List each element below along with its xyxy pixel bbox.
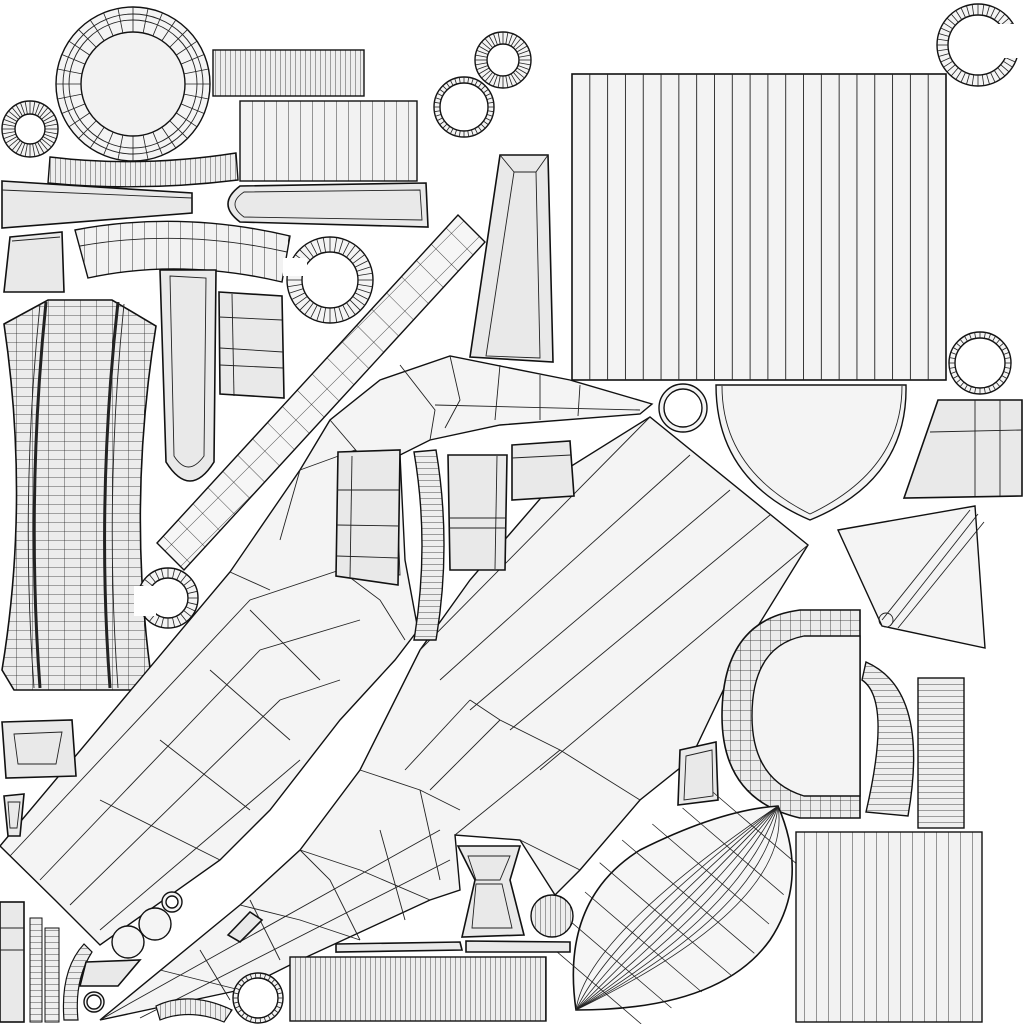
uv-island-open-ring-mid bbox=[283, 236, 374, 324]
uv-island-bottom-striped-panel bbox=[289, 956, 547, 1022]
uv-island-tapered-bar-right bbox=[227, 182, 429, 228]
uv-island-small-column-a bbox=[0, 901, 25, 1023]
uv-island-striped-column-b bbox=[44, 927, 60, 1023]
uv-island-vertical-block bbox=[335, 449, 401, 586]
uv-island-bulged-column bbox=[1, 299, 157, 691]
uv-island-funnel bbox=[456, 845, 526, 938]
uv-island-tall-wedge bbox=[469, 154, 554, 363]
uv-island-gem-b bbox=[3, 793, 25, 837]
uv-island-small-ring-c bbox=[433, 76, 495, 138]
uv-island-large-disc bbox=[55, 6, 211, 162]
uv-island-small-wedge bbox=[78, 959, 142, 987]
uv-island-thin-rod-b bbox=[465, 940, 571, 953]
uv-island-small-box-a bbox=[3, 231, 65, 293]
uv-island-open-ring-top-right bbox=[936, 3, 1024, 87]
uv-island-small-ring-b bbox=[474, 31, 532, 89]
uv-island-u-channel bbox=[159, 269, 217, 482]
uv-island-small-tile-a bbox=[677, 741, 719, 806]
uv-island-strip-panel-a bbox=[212, 49, 365, 97]
uv-island-bottom-right-panel bbox=[795, 831, 983, 1023]
uv-island-diagonal-strip bbox=[156, 213, 486, 572]
uv-island-arc-fragment bbox=[62, 943, 93, 1021]
uv-island-thin-rod-a bbox=[335, 941, 464, 953]
uv-island-half-dome bbox=[715, 384, 907, 521]
uv-island-tapered-bar-left bbox=[1, 180, 193, 229]
uv-island-curved-arc-stripe bbox=[861, 661, 915, 817]
uv-island-wing-slot bbox=[226, 910, 264, 944]
uv-island-small-ring-d bbox=[948, 331, 1012, 395]
uv-island-small-ring-e bbox=[232, 972, 284, 1024]
uv-island-curved-stripe bbox=[413, 449, 445, 641]
uv-island-cube-face bbox=[511, 440, 575, 501]
uv-island-box-right bbox=[902, 399, 1023, 499]
uv-island-stacked-box bbox=[447, 454, 508, 571]
uv-island-striped-column-a bbox=[29, 917, 43, 1023]
uv-island-c-ring-small bbox=[134, 567, 199, 629]
uv-island-small-ring-a bbox=[1, 100, 59, 158]
uv-island-strip-panel-b bbox=[239, 100, 418, 182]
uv-island-arched-band bbox=[74, 220, 291, 283]
uv-island-gem-a bbox=[1, 719, 77, 779]
uv-island-triangle-fan bbox=[836, 505, 986, 649]
uv-island-block-stack bbox=[218, 291, 285, 399]
uv-island-horizontal-striped-panel bbox=[917, 677, 965, 829]
uv-island-bottom-arc-stripe bbox=[155, 998, 233, 1023]
uv-island-disc-d bbox=[138, 907, 172, 941]
uv-island-large-striped-panel bbox=[571, 73, 947, 381]
uv-island-disc-c bbox=[111, 925, 145, 959]
uv-island-striped-disc bbox=[530, 894, 574, 938]
